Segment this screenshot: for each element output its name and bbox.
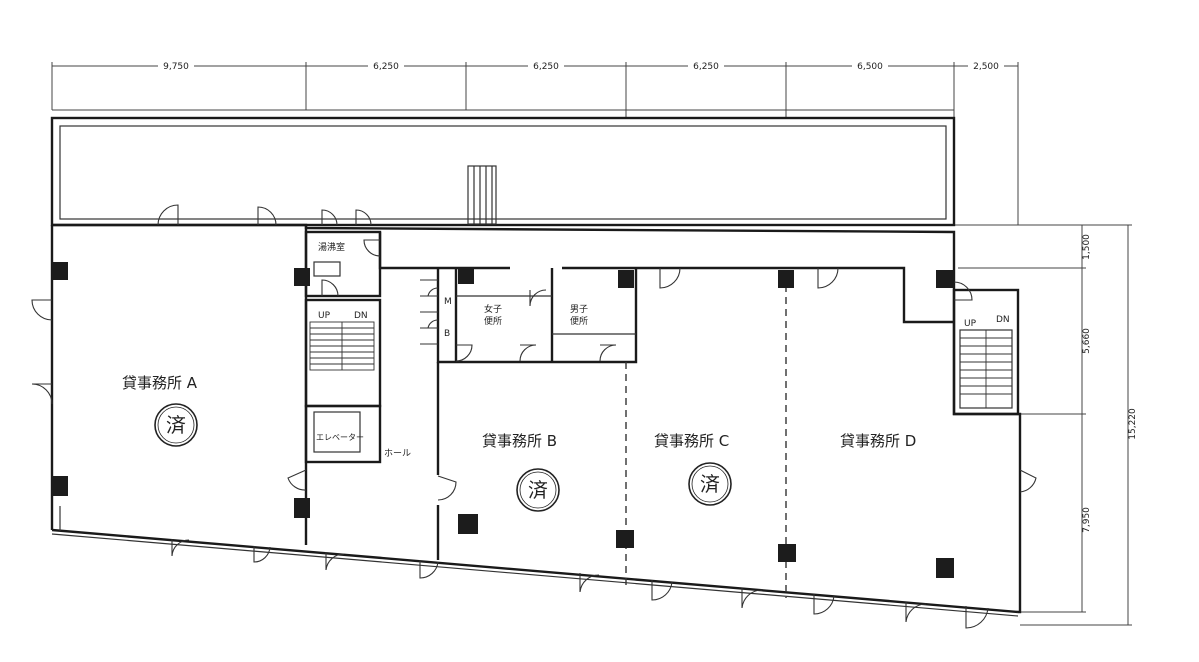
column <box>52 262 68 280</box>
stair-down-label-right: DN <box>996 315 1010 325</box>
top-dimension-labels: 9,750 6,250 6,250 6,250 6,500 2,500 <box>158 60 1004 72</box>
office-c: 貸事務所 C 済 <box>654 432 732 506</box>
womens-toilet-label: 女子 便所 <box>484 303 502 327</box>
column <box>778 270 794 288</box>
svg-text:便所: 便所 <box>570 315 588 327</box>
column <box>294 268 310 286</box>
core-walls <box>304 225 382 545</box>
stair-up-label-right: UP <box>964 319 977 329</box>
stair-left: UP DN <box>309 311 375 371</box>
kitchen-label: 湯沸室 <box>318 241 345 253</box>
dim-label: 7,950 <box>1082 507 1092 533</box>
office-b: 貸事務所 B 済 <box>482 432 560 512</box>
seal-label: 済 <box>700 472 720 496</box>
right-dimension-line <box>954 224 1132 626</box>
column <box>616 530 634 548</box>
stair-right: UP DN <box>952 288 1020 416</box>
column <box>458 268 474 284</box>
dim-label: 15,220 <box>1128 408 1138 440</box>
leased-seal-b: 済 <box>516 468 560 512</box>
column <box>294 498 310 518</box>
top-dimension-line <box>51 62 1019 225</box>
column <box>458 514 478 534</box>
seal-label: 済 <box>166 413 186 437</box>
right-dimension-labels: 1,500 5,660 7,950 15,220 <box>1082 234 1138 533</box>
balcony <box>50 116 956 227</box>
stair-up-label: UP <box>318 311 331 321</box>
office-a: 貸事務所 A 済 <box>122 374 198 447</box>
dim-label: 5,660 <box>1082 328 1092 354</box>
column <box>936 270 954 288</box>
kitchen: 湯沸室 <box>313 241 345 277</box>
svg-text:男子: 男子 <box>570 304 588 315</box>
columns <box>52 262 954 578</box>
office-d-label: 貸事務所 D <box>840 432 916 450</box>
ps-b-label: B <box>444 329 450 339</box>
column <box>936 558 954 578</box>
office-c-label: 貸事務所 C <box>654 432 729 450</box>
toilet-block: M B 女子 便所 男子 便所 <box>436 266 638 364</box>
mens-toilet-label: 男子 便所 <box>570 304 588 327</box>
leased-seal-a: 済 <box>154 403 198 447</box>
door-swings <box>31 204 1037 629</box>
dim-label: 1,500 <box>1082 234 1092 260</box>
office-d: 貸事務所 D <box>840 432 916 450</box>
elevator: エレベーター <box>313 411 364 453</box>
dim-label: 6,250 <box>693 62 719 72</box>
svg-text:女子: 女子 <box>484 303 502 315</box>
office-a-label: 貸事務所 A <box>122 374 198 392</box>
vent-shaft <box>467 165 497 225</box>
office-b-label: 貸事務所 B <box>482 432 557 450</box>
column <box>52 476 68 496</box>
column <box>618 270 634 288</box>
dim-label: 2,500 <box>973 62 999 72</box>
leased-seal-c: 済 <box>688 462 732 506</box>
seal-label: 済 <box>528 478 548 502</box>
dim-label: 6,250 <box>373 62 399 72</box>
hall-label: ホール <box>384 448 411 459</box>
svg-text:便所: 便所 <box>484 315 502 327</box>
elevator-label: エレベーター <box>316 433 364 442</box>
dim-label: 9,750 <box>163 62 189 72</box>
column <box>778 544 796 562</box>
dim-label: 6,500 <box>857 62 883 72</box>
ps-m-label: M <box>444 297 452 307</box>
dim-label: 6,250 <box>533 62 559 72</box>
stair-down-label: DN <box>354 311 368 321</box>
